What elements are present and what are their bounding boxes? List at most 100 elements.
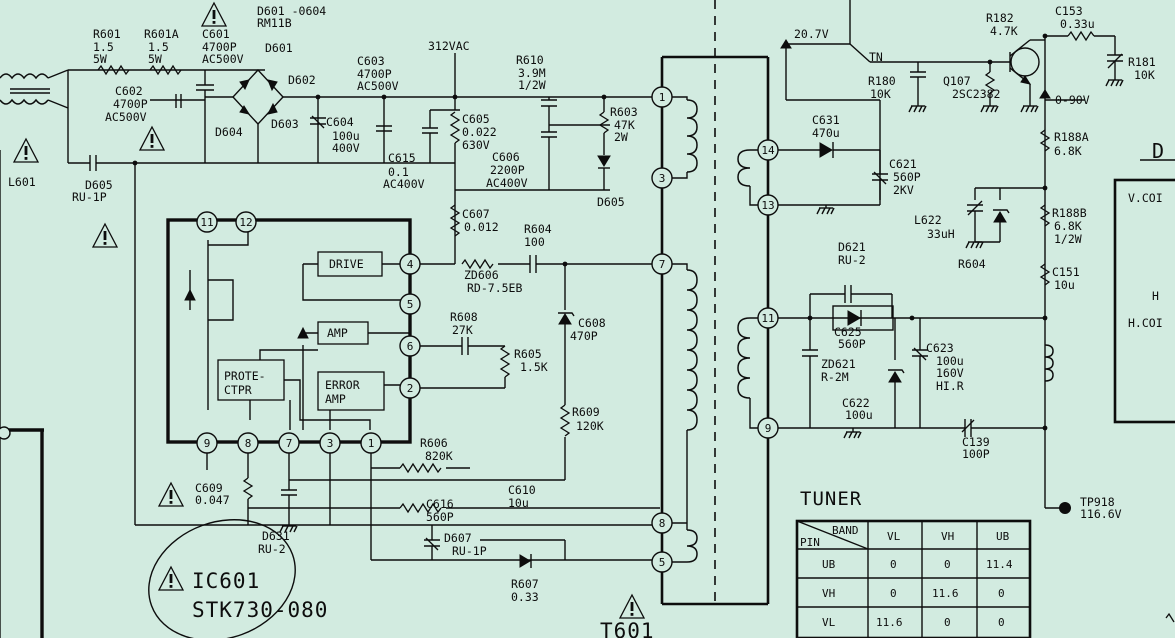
svg-text:C621: C621 — [889, 157, 917, 171]
svg-text:VH: VH — [822, 587, 835, 600]
svg-text:R188B: R188B — [1052, 206, 1087, 220]
svg-text:8: 8 — [659, 517, 666, 530]
svg-text:AC500V: AC500V — [357, 79, 399, 93]
svg-text:5: 5 — [659, 556, 666, 569]
svg-text:1.5: 1.5 — [148, 40, 169, 54]
label-d602: D602 — [288, 73, 316, 87]
svg-text:VL: VL — [822, 616, 836, 629]
label-d603: D603 — [271, 117, 299, 131]
tuner-header: VL VH UB — [887, 530, 1010, 543]
error-amp-block — [317, 371, 385, 411]
svg-text:4700P: 4700P — [202, 40, 237, 54]
svg-text:R182: R182 — [986, 11, 1014, 25]
svg-text:ERROR: ERROR — [325, 378, 360, 392]
r604 — [461, 258, 494, 270]
svg-text:V.COI: V.COI — [1128, 191, 1163, 205]
hand-circle — [148, 519, 296, 638]
zd103 — [993, 211, 1007, 223]
svg-text:820K: 820K — [425, 449, 453, 463]
svg-text:R601A: R601A — [144, 27, 179, 41]
svg-text:D607: D607 — [444, 531, 472, 545]
svg-text:R605: R605 — [514, 347, 542, 361]
svg-text:10K: 10K — [870, 87, 891, 101]
svg-text:R-2M: R-2M — [821, 370, 849, 384]
svg-text:C601: C601 — [202, 27, 230, 41]
r609 — [399, 462, 442, 474]
svg-text:C153: C153 — [1055, 4, 1083, 18]
svg-text:4: 4 — [407, 258, 414, 271]
svg-text:D631: D631 — [262, 529, 290, 543]
svg-text:2KV: 2KV — [893, 183, 914, 197]
svg-text:11.6: 11.6 — [932, 587, 959, 600]
tuner-table: TUNER BAND PIN VL VH UB UB 0 0 11.4 VH 0… — [795, 488, 1032, 638]
r606 — [399, 502, 442, 514]
rail-tn: TN — [869, 50, 883, 64]
svg-text:R604: R604 — [524, 222, 552, 236]
svg-text:630V: 630V — [462, 138, 490, 152]
tuner-title: TUNER — [800, 488, 862, 510]
transformer-pins: 1 3 7 8 5 14 13 11 9 — [651, 86, 779, 573]
svg-text:6: 6 — [407, 340, 414, 353]
ic601-section: DRIVE AMP ERROR AMP PROTE- CTPR 11 12 4 … — [134, 163, 660, 638]
d621 — [847, 310, 861, 326]
tp918-dot — [1059, 502, 1071, 514]
svg-text:R180: R180 — [868, 74, 896, 88]
svg-text:H.COI: H.COI — [1128, 316, 1163, 330]
zd621 — [888, 371, 902, 383]
svg-text:0: 0 — [890, 558, 897, 571]
svg-text:C603: C603 — [357, 54, 385, 68]
svg-text:C608: C608 — [578, 316, 606, 330]
svg-text:100u: 100u — [845, 408, 873, 422]
svg-text:0.1: 0.1 — [388, 165, 409, 179]
svg-text:2200P: 2200P — [490, 163, 525, 177]
svg-text:9: 9 — [204, 437, 211, 450]
svg-text:ZD606: ZD606 — [464, 268, 499, 282]
svg-text:UB: UB — [996, 530, 1010, 543]
label-d601: D601 — [265, 41, 293, 55]
svg-text:3.9M: 3.9M — [518, 66, 546, 80]
svg-text:C622: C622 — [842, 396, 870, 410]
rail-312vac: 312VAC — [428, 39, 470, 53]
zd606 — [558, 313, 572, 325]
svg-text:4.7K: 4.7K — [990, 24, 1018, 38]
svg-text:C609: C609 — [195, 481, 223, 495]
d631 — [819, 142, 833, 158]
ic-pins: 11 12 4 5 6 2 9 8 7 3 1 — [196, 211, 421, 454]
svg-text:Q107: Q107 — [943, 74, 971, 88]
svg-text:DRIVE: DRIVE — [329, 257, 364, 271]
svg-text:RU-2: RU-2 — [258, 542, 286, 556]
svg-text:470P: 470P — [570, 329, 598, 343]
l601-label: L601 — [8, 175, 36, 189]
svg-text:7: 7 — [659, 258, 666, 271]
svg-text:2SC2382: 2SC2382 — [952, 87, 1000, 101]
svg-text:11.4: 11.4 — [986, 558, 1013, 571]
svg-text:4700P: 4700P — [357, 67, 392, 81]
table-row: VH 0 11.6 0 — [822, 587, 1005, 600]
svg-text:L622: L622 — [914, 213, 942, 227]
svg-text:VL: VL — [887, 530, 901, 543]
svg-text:2W: 2W — [614, 130, 628, 144]
l622-coil — [1044, 344, 1054, 382]
ground-icon — [816, 207, 835, 215]
svg-text:14: 14 — [761, 144, 775, 157]
svg-text:1.5K: 1.5K — [520, 360, 548, 374]
svg-text:AMP: AMP — [325, 392, 346, 406]
svg-text:C625: C625 — [834, 325, 862, 339]
svg-text:470u: 470u — [812, 126, 840, 140]
svg-text:11: 11 — [200, 216, 213, 229]
